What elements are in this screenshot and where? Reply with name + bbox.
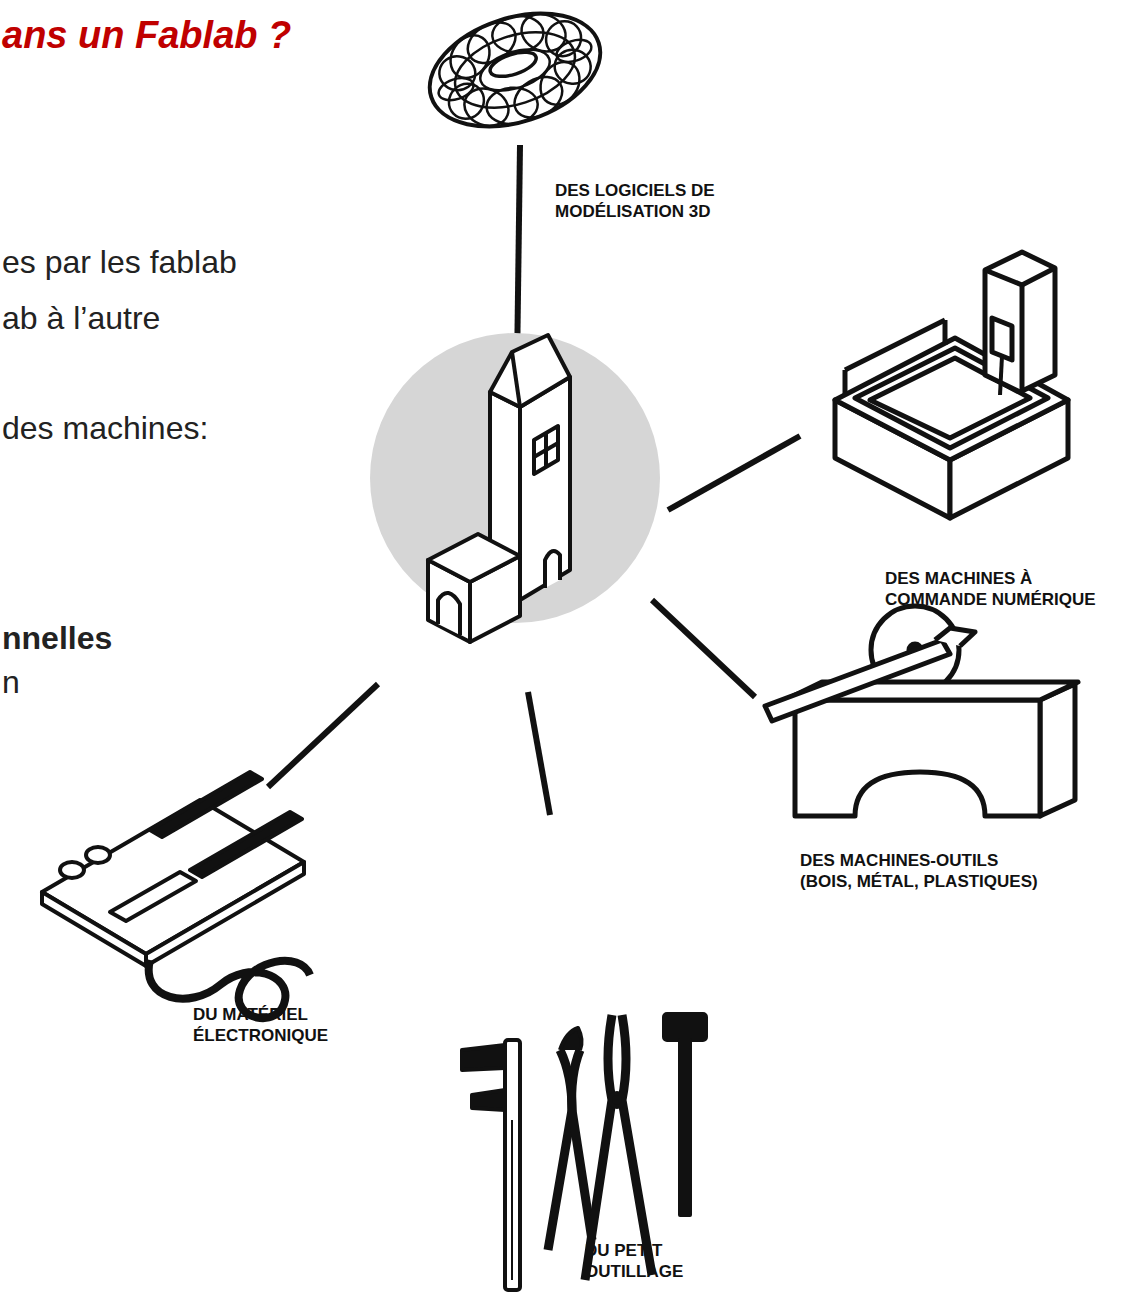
hand-tools-icon <box>462 1014 706 1290</box>
building-icon-part <box>520 377 570 600</box>
icon-caption: DU MATÉRIEL ÉLECTRONIQUE <box>193 1004 335 1047</box>
hand-tools-icon-part <box>622 1015 652 1275</box>
spokes-part <box>268 684 378 787</box>
torus-3d-model-icon-part-part <box>421 0 608 148</box>
cnc-machine-icon <box>835 252 1068 518</box>
hand-tools-icon-part <box>610 1093 624 1107</box>
torus-3d-model-icon-part-part-part <box>459 82 514 132</box>
cnc-machine-icon-part <box>992 318 1012 360</box>
hand-tools-icon-part <box>472 1090 505 1110</box>
hand-tools-icon-part <box>462 1045 505 1070</box>
torus-3d-model-icon-part-part-part <box>460 14 522 71</box>
table-saw-icon-part <box>765 640 950 721</box>
electronics-board-icon-part <box>110 872 196 921</box>
hand-tools-icon-part <box>505 1040 520 1290</box>
cnc-machine-icon-part <box>845 320 945 370</box>
cnc-machine-icon-part <box>843 370 848 395</box>
icon-caption: DES MACHINES-OUTILS (BOIS, MÉTAL, PLASTI… <box>800 850 1048 893</box>
text-fragment: nnelles <box>2 620 112 657</box>
spokes-part <box>668 436 800 510</box>
torus-3d-model-icon-part <box>414 0 616 151</box>
text-fragment: es par les fablab <box>2 244 237 281</box>
cnc-machine-icon-part <box>1000 356 1002 395</box>
building-icon <box>428 335 570 642</box>
cnc-machine-icon-part <box>1022 268 1055 285</box>
spokes <box>268 145 800 815</box>
hand-tools-icon-part <box>664 1014 706 1040</box>
torus-3d-model-icon-part-part-part <box>507 69 569 126</box>
electronics-board-icon-part <box>86 847 110 863</box>
slide-title: ans un Fablab ? <box>2 14 291 57</box>
building-icon-part <box>428 534 520 582</box>
torus-3d-model-icon-part-part <box>415 0 615 147</box>
text-fragment: n <box>2 664 20 701</box>
text-fragment: des machines: <box>2 410 208 447</box>
building-icon-part <box>534 443 558 457</box>
building-icon-part <box>534 426 558 474</box>
building-icon-part <box>438 593 460 635</box>
hand-tools-icon-part <box>560 1028 582 1050</box>
electronics-board-icon-part <box>150 772 262 837</box>
table-saw-icon-part <box>795 700 1040 816</box>
building-icon-part <box>490 335 570 407</box>
torus-3d-model-icon-part-part-part <box>539 14 588 63</box>
torus-3d-model-icon <box>414 0 616 151</box>
building-icon-part <box>545 551 560 588</box>
icon-caption: DES LOGICIELS DE MODÉLISATION 3D <box>555 180 755 223</box>
electronics-board-icon-part <box>60 862 84 878</box>
spokes-part <box>652 600 755 697</box>
text-fragment: ab à l’autre <box>2 300 160 337</box>
table-saw-icon <box>765 606 1078 816</box>
hand-tools-icon-part <box>572 1050 592 1240</box>
hand-tools-icon-part <box>585 1015 612 1280</box>
icon-caption: DES MACHINES À COMMANDE NUMÉRIQUE <box>885 568 1125 611</box>
spokes-part <box>528 692 550 815</box>
cnc-machine-icon-part <box>985 252 1055 392</box>
cnc-machine-icon-part <box>1020 285 1025 390</box>
table-saw-icon-part <box>935 628 975 646</box>
table-saw-icon-part <box>1040 684 1075 816</box>
building-icon-part <box>512 352 520 407</box>
icon-caption: DU PETIT OUTILLAGE <box>585 1240 693 1283</box>
torus-3d-model-icon-part-part-part <box>516 8 571 58</box>
hand-tools-icon-part <box>680 1040 690 1215</box>
cnc-machine-icon-part <box>943 320 948 345</box>
electronics-board-icon-part <box>190 812 302 877</box>
electronics-board-icon <box>42 772 310 1018</box>
hand-tools-icon-part <box>511 1120 513 1280</box>
cnc-machine-icon-part <box>985 270 1022 285</box>
